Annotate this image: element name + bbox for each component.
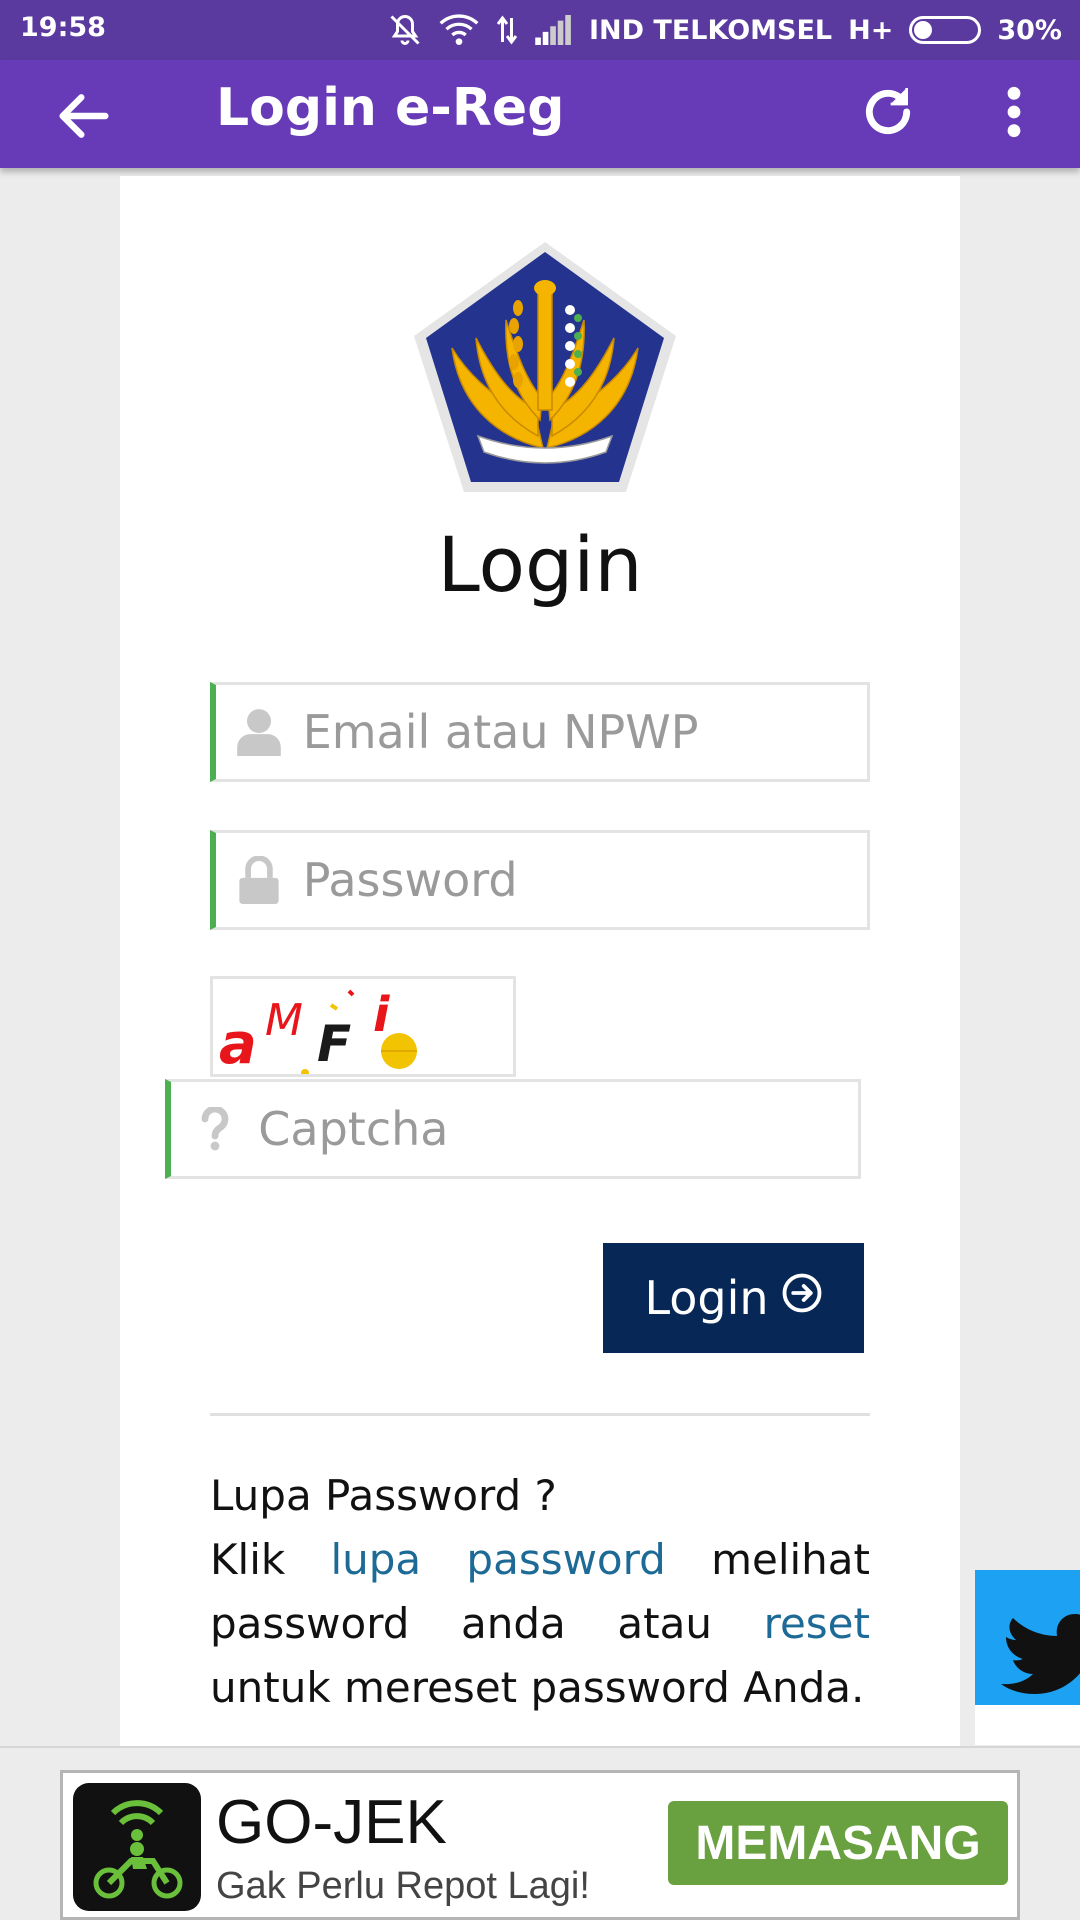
forgot-text: atau — [617, 1599, 712, 1648]
more-options-icon[interactable] — [994, 80, 1034, 144]
lupa-link-part[interactable]: lupa — [330, 1535, 422, 1584]
wifi-icon — [439, 12, 479, 48]
mute-icon — [387, 12, 423, 48]
forgot-line-2: password anda atau reset — [210, 1592, 870, 1656]
forgot-text: password — [210, 1599, 410, 1648]
signal-icon — [535, 15, 573, 45]
password-link-part[interactable]: password — [466, 1535, 666, 1584]
login-button[interactable]: Login — [603, 1243, 864, 1353]
captcha-char: a — [219, 1012, 257, 1074]
forgot-text: Klik — [210, 1535, 286, 1584]
question-icon — [171, 1107, 258, 1151]
reload-icon[interactable] — [856, 80, 920, 144]
captcha-char: i — [373, 987, 390, 1043]
reset-link[interactable]: reset — [763, 1599, 870, 1648]
twitter-share-button[interactable] — [975, 1570, 1080, 1705]
status-icons: IND TELKOMSEL H+ 30% — [387, 10, 1062, 50]
ad-banner[interactable]: GO-JEK Gak Perlu Repot Lagi! MEMASANG — [60, 1770, 1020, 1920]
back-arrow-icon[interactable] — [52, 84, 116, 148]
login-heading: Login — [437, 520, 643, 609]
carrier-name: IND TELKOMSEL — [588, 14, 833, 46]
divider — [210, 1413, 870, 1416]
password-input[interactable] — [302, 853, 867, 907]
email-field[interactable] — [210, 682, 870, 782]
forgot-line-1: Klik lupa password melihat — [210, 1528, 870, 1592]
gojek-app-icon — [73, 1783, 201, 1911]
status-bar: 19:58 IND TELKOMSEL H+ 30% — [0, 0, 1080, 60]
email-input[interactable] — [302, 705, 867, 759]
ad-title: GO-JEK — [216, 1788, 447, 1857]
lock-icon — [216, 856, 303, 904]
battery-icon — [909, 16, 982, 44]
captcha-input[interactable] — [258, 1102, 858, 1156]
captcha-char: F — [317, 1015, 351, 1073]
forgot-text: anda — [461, 1599, 566, 1648]
lupa-password-link[interactable]: lupa password — [330, 1535, 665, 1584]
app-bar: Login e-Reg — [0, 60, 1080, 168]
network-type: H+ — [848, 14, 894, 46]
captcha-image: a M F i — [210, 976, 516, 1077]
forgot-password-title: Lupa Password ? — [210, 1471, 557, 1520]
twitter-share-footer — [975, 1705, 1080, 1745]
install-button[interactable]: MEMASANG — [668, 1801, 1008, 1885]
captcha-field[interactable] — [165, 1079, 861, 1179]
kemenkeu-logo — [410, 238, 680, 498]
login-button-label: Login — [644, 1271, 769, 1325]
arrow-circle-right-icon — [781, 1271, 823, 1325]
user-icon — [216, 708, 303, 756]
ad-subtitle: Gak Perlu Repot Lagi! — [216, 1865, 590, 1907]
data-transfer-icon — [495, 12, 519, 48]
battery-percent: 30% — [997, 14, 1062, 46]
password-field[interactable] — [210, 830, 870, 930]
status-time: 19:58 — [20, 12, 106, 43]
captcha-char: M — [265, 995, 303, 1046]
twitter-icon — [1001, 1614, 1080, 1694]
forgot-line-3: untuk mereset password Anda. — [210, 1663, 865, 1712]
app-bar-title: Login e-Reg — [216, 78, 565, 138]
forgot-text: melihat — [711, 1535, 871, 1584]
forgot-password-help: Lupa Password ? Klik lupa password melih… — [210, 1464, 870, 1720]
